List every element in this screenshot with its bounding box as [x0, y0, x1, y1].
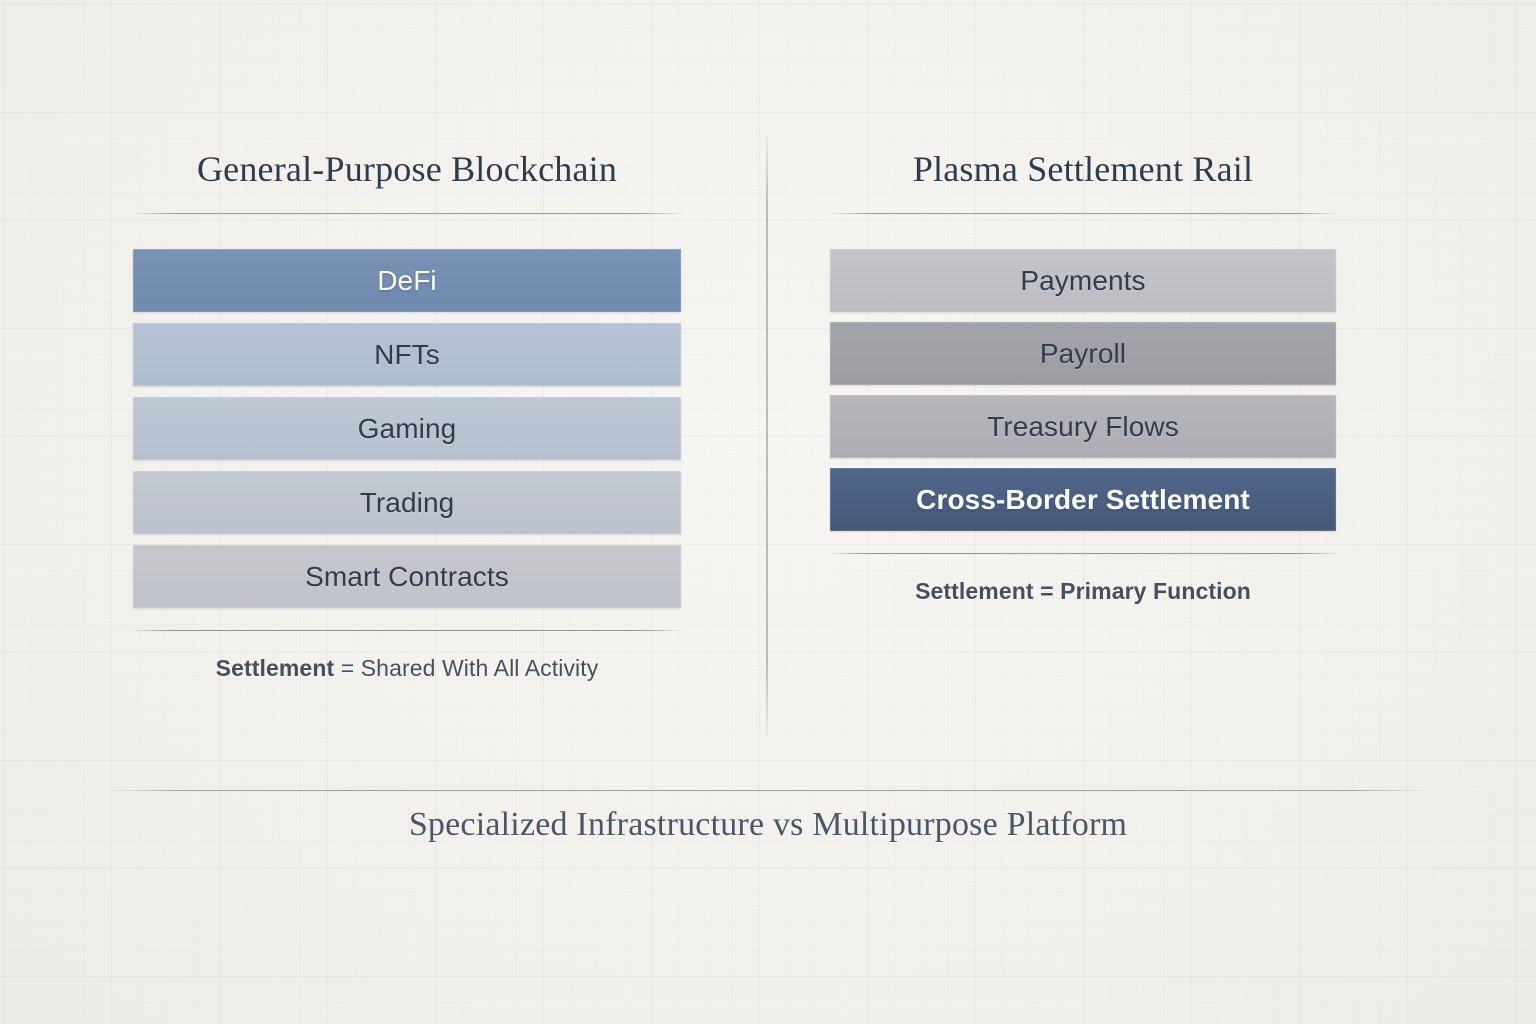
note-right-rest: = Primary Function	[1033, 578, 1251, 604]
bar-trading[interactable]: Trading	[133, 471, 681, 534]
bar-label-payments: Payments	[1020, 264, 1146, 296]
bar-payments[interactable]: Payments	[830, 249, 1336, 312]
bar-cross-border-settlement[interactable]: Cross-Border Settlement	[830, 468, 1336, 531]
column-title-left: General-Purpose Blockchain	[196, 149, 618, 189]
bar-label-nfts: NFTs	[374, 338, 440, 370]
bar-gaming[interactable]: Gaming	[133, 397, 681, 460]
bar-nfts[interactable]: NFTs	[133, 323, 681, 386]
note-left-prefix: Settlement	[215, 655, 335, 681]
bar-treasury-flows[interactable]: Treasury Flows	[830, 395, 1336, 458]
bar-label-smart-contracts: Smart Contracts	[305, 560, 509, 592]
note-rule-left	[133, 630, 681, 631]
note-right: Settlement = Primary Function	[830, 578, 1336, 605]
bar-label-gaming: Gaming	[357, 412, 457, 444]
bar-label-trading: Trading	[359, 486, 455, 518]
footer-caption: Specialized Infrastructure vs Multipurpo…	[408, 806, 1128, 843]
bar-defi[interactable]: DeFi	[133, 249, 681, 312]
bar-label-payroll: Payroll	[1039, 337, 1127, 369]
column-plasma-settlement-rail: Plasma Settlement Rail Payments Payroll …	[830, 146, 1336, 605]
title-rule-left	[133, 213, 681, 214]
footer-rule	[110, 790, 1424, 791]
bar-stack-left: DeFi NFTs Gaming Trading Smart Contracts	[133, 249, 681, 608]
bar-label-defi: DeFi	[377, 264, 437, 296]
note-rule-right	[830, 553, 1336, 554]
note-left-rest: = Shared With All Activity	[334, 655, 599, 681]
bar-label-cross-border-settlement: Cross-Border Settlement	[916, 483, 1250, 515]
bar-stack-right: Payments Payroll Treasury Flows Cross-Bo…	[830, 249, 1336, 531]
bar-label-treasury-flows: Treasury Flows	[987, 410, 1179, 442]
title-rule-right	[830, 213, 1336, 214]
center-divider	[766, 133, 768, 737]
column-general-purpose-blockchain: General-Purpose Blockchain DeFi NFTs Gam…	[133, 146, 681, 682]
bar-smart-contracts[interactable]: Smart Contracts	[133, 545, 681, 608]
bar-payroll[interactable]: Payroll	[830, 322, 1336, 385]
note-right-prefix: Settlement	[915, 578, 1034, 604]
note-left: Settlement = Shared With All Activity	[133, 655, 681, 682]
column-title-right: Plasma Settlement Rail	[912, 149, 1254, 189]
